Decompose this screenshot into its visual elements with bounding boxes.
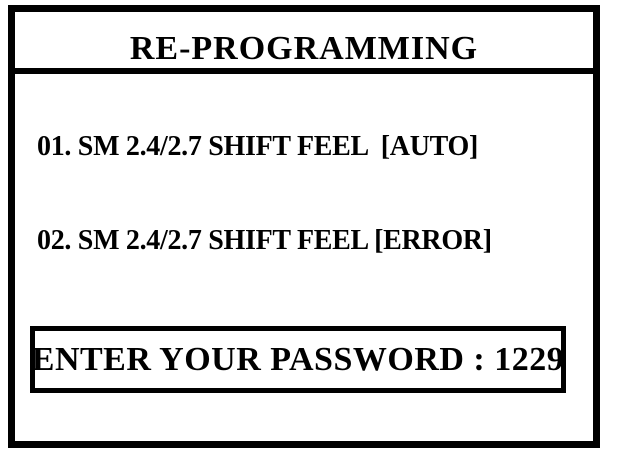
screen-body: 01. SM 2.4/2.7 SHIFT FEEL [AUTO] 02. SM … bbox=[15, 74, 593, 441]
menu-item-01-shift-feel-auto[interactable]: 01. SM 2.4/2.7 SHIFT FEEL [AUTO] bbox=[37, 131, 479, 162]
title-bar: RE-PROGRAMMING bbox=[15, 12, 593, 74]
page-title: RE-PROGRAMMING bbox=[129, 30, 479, 67]
device-frame: RE-PROGRAMMING 01. SM 2.4/2.7 SHIFT FEEL… bbox=[8, 5, 600, 448]
password-prompt-text: ENTER YOUR PASSWORD : 1229 bbox=[31, 340, 565, 378]
password-prompt-box[interactable]: ENTER YOUR PASSWORD : 1229 bbox=[30, 326, 566, 393]
menu-item-02-shift-feel-error[interactable]: 02. SM 2.4/2.7 SHIFT FEEL [ERROR] bbox=[37, 225, 492, 256]
